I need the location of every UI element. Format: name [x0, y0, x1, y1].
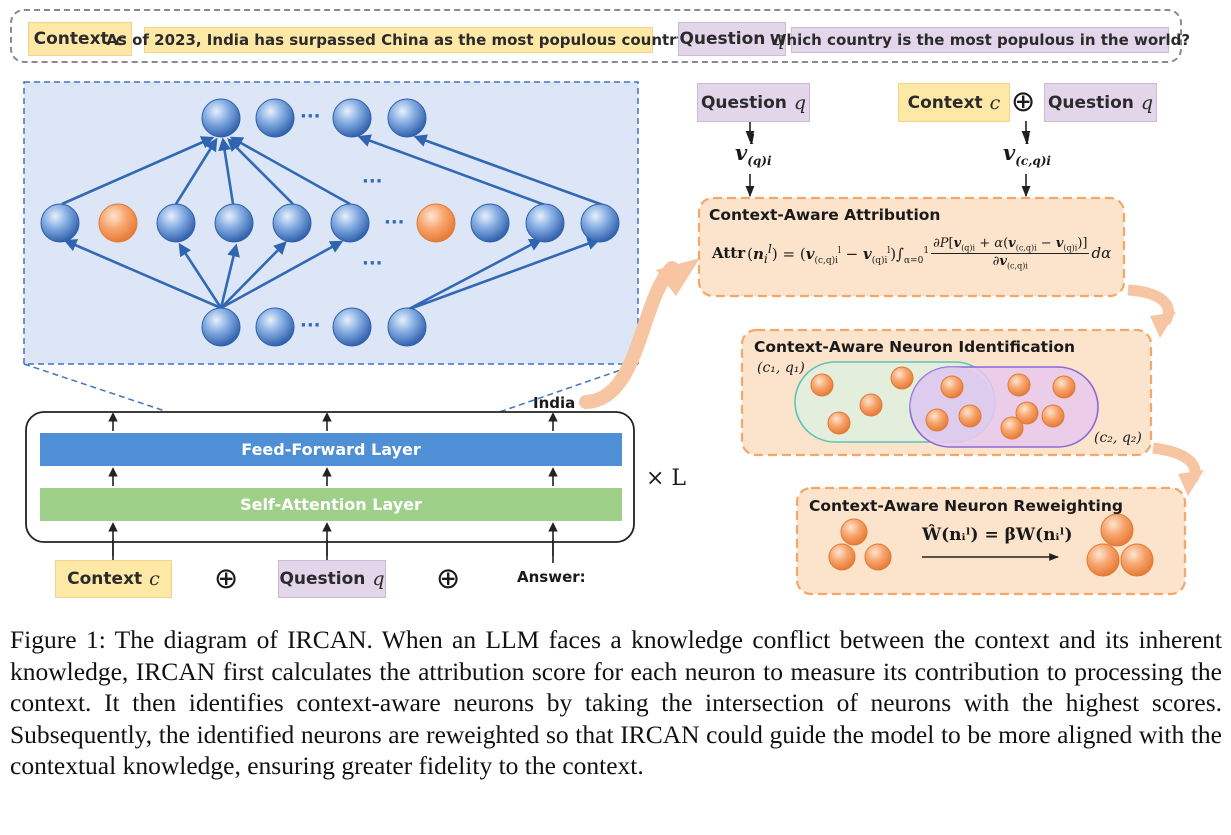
top-context-text: As of 2023, India has surpassed China as…: [106, 27, 691, 53]
attribution-formula: Attr (nil) = (v(c,q)il − v(q)il)∫α=01 ∂P…: [712, 236, 1112, 271]
reweighting-neurons-after: [1086, 513, 1154, 577]
plus-icon: ⊕: [214, 561, 239, 595]
neuron: [201, 98, 241, 138]
top-question-label: Question: [679, 29, 766, 49]
vector-q: v(q)il: [735, 133, 772, 169]
reweight-formula: Ŵ(nᵢˡ) = βW(nᵢˡ): [922, 525, 1073, 545]
ellipsis: ···: [384, 212, 405, 233]
neuron: [470, 203, 510, 243]
identification-neurons: [810, 366, 1076, 440]
reweighting-title: Context-Aware Neuron Reweighting: [809, 497, 1123, 515]
output-to-attribution-arrowhead: [656, 258, 700, 296]
set1-label: (c₁, q₁): [757, 360, 805, 376]
ellipsis: ···: [300, 106, 321, 127]
context-neuron: [98, 203, 138, 243]
set2-label: (c₂, q₂): [1094, 430, 1142, 446]
neuron: [332, 307, 372, 347]
attention-layer-label: Self-Attention Layer: [240, 495, 422, 514]
ellipsis: ···: [362, 253, 383, 274]
repeat-label: × L: [646, 466, 687, 491]
top-question-symbol: q: [772, 28, 785, 50]
top-context-symbol: c: [115, 28, 127, 50]
neuron: [201, 307, 241, 347]
vector-cq: v(c,q)il: [1003, 133, 1051, 169]
answer-label: Answer:: [517, 568, 586, 586]
reweighting-panel: [795, 486, 1187, 596]
top-context-text-value: As of 2023, India has surpassed China as…: [106, 31, 691, 49]
top-question-text: Which country is the most populous in th…: [770, 27, 1190, 53]
zoom-guide-left: [23, 363, 241, 437]
identification-title: Context-Aware Neuron Identification: [754, 338, 1076, 356]
attribution-panel: [697, 196, 1126, 298]
neuron: [255, 307, 295, 347]
top-context-tag: Context c: [28, 22, 132, 56]
plus-icon: ⊕: [1011, 84, 1036, 118]
neuron: [387, 307, 427, 347]
plus-icon: ⊕: [436, 561, 461, 595]
neuron: [580, 203, 620, 243]
ffn-layer: [40, 433, 622, 466]
neuron: [387, 98, 427, 138]
context-neuron: [416, 203, 456, 243]
neuron-row-bottom: [201, 307, 427, 347]
reweighting-neurons-before: [828, 518, 892, 571]
ffn-layer-label: Feed-Forward Layer: [241, 440, 421, 459]
neuron: [214, 203, 254, 243]
top-question-text-value: Which country is the most populous in th…: [769, 31, 1191, 49]
figure-caption-text: Figure 1: The diagram of IRCAN. When an …: [10, 625, 1222, 780]
neuron: [332, 98, 372, 138]
ellipsis: ···: [362, 171, 383, 192]
neuron-row-middle: [40, 203, 620, 243]
neuron-connections: [61, 134, 604, 312]
ircan-diagram: ··· ··· ··· ··· ···: [23, 81, 1204, 596]
figure-caption: Figure 1: The diagram of IRCAN. When an …: [10, 624, 1222, 782]
output-label: India: [533, 394, 576, 412]
neuron: [330, 203, 370, 243]
neuron: [525, 203, 565, 243]
top-input-bar: [10, 9, 1182, 63]
attention-layer: [40, 488, 622, 521]
transformer-block: [25, 411, 635, 543]
ellipsis: ···: [300, 315, 321, 336]
neuron: [255, 98, 295, 138]
neuron: [156, 203, 196, 243]
top-question-tag: Question q: [678, 22, 786, 56]
neuron: [40, 203, 80, 243]
attribution-title: Context-Aware Attribution: [709, 206, 941, 224]
neuron: [272, 203, 312, 243]
neuron-row-top: [201, 98, 427, 138]
output-to-attribution-arrow: [579, 261, 679, 409]
top-context-label: Context: [33, 29, 109, 49]
